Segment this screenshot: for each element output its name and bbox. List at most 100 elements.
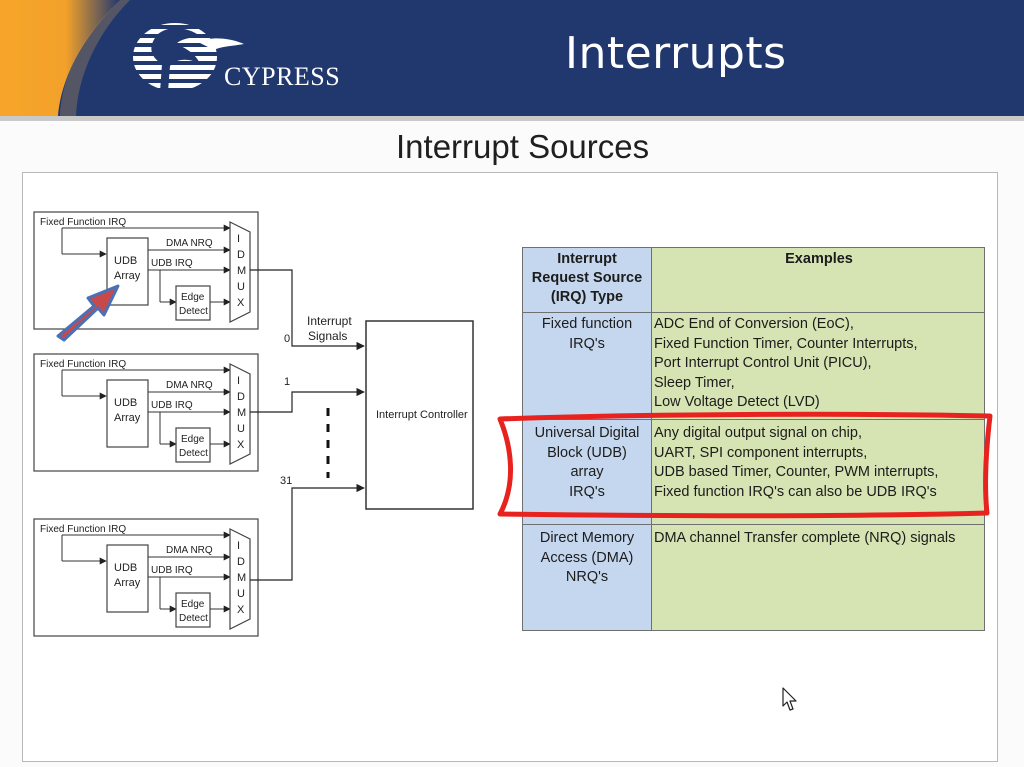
source-line: NRQ's xyxy=(565,569,609,585)
source-line: Fixed function xyxy=(541,316,633,332)
slide-title: Interrupts xyxy=(565,28,787,79)
example-line: Port Interrupt Control Unit (PICU), xyxy=(654,355,872,371)
interrupt-controller-label: Interrupt Controller xyxy=(376,409,468,421)
edge-detect-box xyxy=(175,592,211,628)
example-line: Fixed Function Timer, Counter Interrupts… xyxy=(654,335,918,352)
header-line: (IRQ) Type xyxy=(550,289,624,305)
idmux-letter: D xyxy=(237,249,245,261)
source-line: IRQ's xyxy=(569,483,605,500)
dma-nrq-label: DMA NRQ xyxy=(166,545,213,556)
edge-detect-label: Detect xyxy=(179,613,208,624)
table-header-row: Interrupt Request Source (IRQ) Type Exam… xyxy=(522,247,985,313)
table-row: Fixed function IRQ's ADC End of Conversi… xyxy=(522,312,985,420)
header-divider xyxy=(0,116,1024,121)
udb-array-label: UDB xyxy=(114,397,137,409)
idmux-letter: X xyxy=(237,604,245,616)
udb-irq-label: UDB IRQ xyxy=(151,565,193,576)
source-cell: Direct Memory Access (DMA) NRQ's xyxy=(522,524,652,631)
udb-array-box xyxy=(106,544,149,613)
udb-irq-label: UDB IRQ xyxy=(151,400,193,411)
source-line: Access (DMA) xyxy=(540,549,634,566)
slide-subtitle: Interrupt Sources xyxy=(396,128,650,165)
idmux-letter: U xyxy=(237,281,245,293)
interrupt-controller-box xyxy=(365,320,474,510)
example-line: Sleep Timer, xyxy=(654,374,735,391)
example-line: Any digital output signal on chip, xyxy=(654,425,862,441)
udb-array-label: UDB xyxy=(114,255,137,267)
idmux-letter: I xyxy=(237,233,240,245)
udb-mux-block: Fixed Function IRQ UDB Array DMA NRQ UDB IRQ… xyxy=(33,518,259,637)
idmux-shape xyxy=(229,221,251,323)
edge-detect-box xyxy=(175,427,211,463)
idmux-letter: D xyxy=(237,556,245,568)
dma-nrq-label: DMA NRQ xyxy=(166,238,213,249)
edge-detect-label: Detect xyxy=(179,306,208,317)
dma-nrq-label: DMA NRQ xyxy=(166,380,213,391)
irq-sources-table: Interrupt Request Source (IRQ) Type Exam… xyxy=(522,247,985,631)
example-line: Fixed function IRQ's can also be UDB IRQ… xyxy=(654,483,937,500)
edge-detect-label: Detect xyxy=(179,448,208,459)
edge-detect-label: Edge xyxy=(181,434,205,445)
signal-index-0: 0 xyxy=(284,333,290,345)
source-line: Block (UDB) xyxy=(547,444,627,461)
source-cell: Universal Digital Block (UDB) array IRQ'… xyxy=(522,419,652,525)
source-column-header: Interrupt Request Source (IRQ) Type xyxy=(522,247,652,313)
slide-header: CYPRESS Interrupts xyxy=(0,0,1024,116)
udb-mux-block: Fixed Function IRQ UDB Array DMA NRQ UDB IRQ… xyxy=(33,211,259,330)
idmux-letter: U xyxy=(237,423,245,435)
table-row: Direct Memory Access (DMA) NRQ's DMA cha… xyxy=(522,524,985,631)
idmux-letter: X xyxy=(237,297,245,309)
table-row: Universal Digital Block (UDB) array IRQ'… xyxy=(522,419,985,525)
interrupt-signals-label-line-1: Interrupt xyxy=(307,314,352,328)
idmux-letter: D xyxy=(237,391,245,403)
example-line: ADC End of Conversion (EoC), xyxy=(654,316,854,332)
header-line: Interrupt xyxy=(557,251,617,267)
cypress-tree-logo xyxy=(133,23,217,91)
idmux-letter: M xyxy=(237,572,246,584)
edge-detect-box xyxy=(175,285,211,321)
example-line: DMA channel Transfer complete (NRQ) sign… xyxy=(654,530,956,546)
signal-index-1: 1 xyxy=(284,376,290,388)
interrupt-signal-1-wire xyxy=(250,387,365,413)
edge-detect-label: Edge xyxy=(181,292,205,303)
udb-array-label: UDB xyxy=(114,562,137,574)
idmux-letter: M xyxy=(237,265,246,277)
idmux-letter: U xyxy=(237,588,245,600)
udb-array-label: Array xyxy=(114,270,141,282)
fixed-function-irq-label: Fixed Function IRQ xyxy=(40,524,126,535)
edge-detect-label: Edge xyxy=(181,599,205,610)
idmux-letter: X xyxy=(237,439,245,451)
example-line: UART, SPI component interrupts, xyxy=(654,444,868,461)
idmux-letter: M xyxy=(237,407,246,419)
udb-mux-block: Fixed Function IRQ UDB Array DMA NRQ UDB IRQ… xyxy=(33,353,259,472)
interrupt-signal-31-wire xyxy=(250,483,365,581)
interrupt-signals-label-line-2: Signals xyxy=(308,329,347,343)
brand-wordmark: CYPRESS xyxy=(224,62,340,91)
examples-cell: DMA channel Transfer complete (NRQ) sign… xyxy=(651,524,985,631)
source-line: array xyxy=(570,464,604,480)
example-line: Low Voltage Detect (LVD) xyxy=(654,394,820,410)
source-line: Direct Memory xyxy=(539,530,635,546)
udb-irq-label: UDB IRQ xyxy=(151,258,193,269)
signal-index-31: 31 xyxy=(280,475,292,487)
idmux-letter: I xyxy=(237,540,240,552)
interrupt-signal-0-wire xyxy=(250,269,365,351)
idmux-shape xyxy=(229,528,251,630)
udb-array-box xyxy=(106,379,149,448)
examples-cell: Any digital output signal on chip, UART,… xyxy=(651,419,985,525)
examples-cell: ADC End of Conversion (EoC), Fixed Funct… xyxy=(651,312,985,420)
example-line: UDB based Timer, Counter, PWM interrupts… xyxy=(654,464,939,480)
fixed-function-irq-label: Fixed Function IRQ xyxy=(40,359,126,370)
udb-array-label: Array xyxy=(114,577,141,589)
header-line: Request Source xyxy=(531,270,643,286)
idmux-letter: I xyxy=(237,375,240,387)
source-line: IRQ's xyxy=(569,335,605,352)
source-cell: Fixed function IRQ's xyxy=(522,312,652,420)
udb-array-label: Array xyxy=(114,412,141,424)
examples-column-header: Examples xyxy=(651,247,985,313)
fixed-function-irq-label: Fixed Function IRQ xyxy=(40,217,126,228)
cypress-logo: CYPRESS xyxy=(0,0,340,116)
idmux-shape xyxy=(229,363,251,465)
